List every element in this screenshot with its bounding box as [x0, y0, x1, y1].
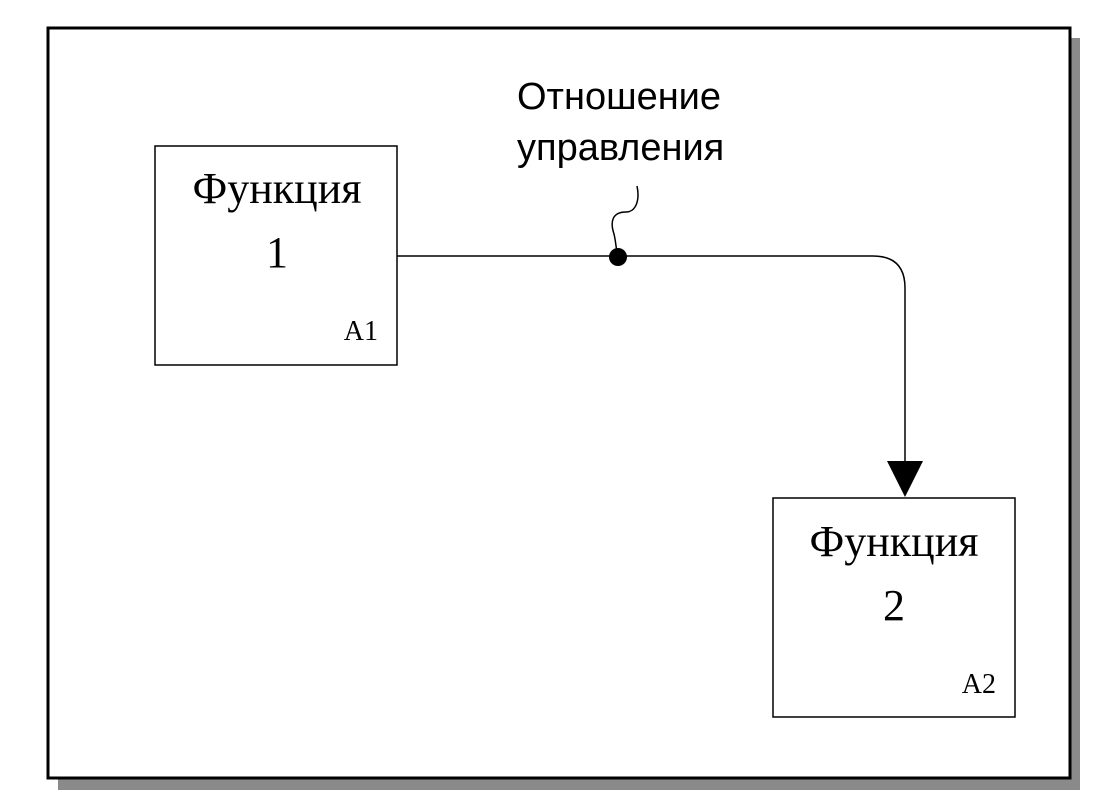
arrow-label-anchor-dot: [609, 248, 627, 266]
control-arrow-line: [397, 255, 906, 465]
function-box-2-title: Функция: [809, 517, 978, 566]
function-box-1-number: 1: [266, 228, 288, 277]
control-arrow-head: [887, 461, 923, 497]
function-box-2[interactable]: Функция 2 A2: [772, 497, 1016, 718]
function-box-1-border: [154, 145, 398, 366]
function-box-1-code: A1: [344, 316, 378, 347]
function-box-1[interactable]: Функция 1 A1: [154, 145, 398, 366]
arrow-label-line-1: Отношение: [517, 76, 721, 118]
function-box-2-number: 2: [883, 581, 905, 630]
function-box-2-border: [772, 497, 1016, 718]
control-arrow[interactable]: [397, 255, 923, 497]
function-box-2-code: A2: [962, 669, 996, 700]
function-box-1-title: Функция: [192, 164, 361, 213]
arrow-label-squiggle: [611, 185, 639, 257]
arrow-label-line-2: управления: [517, 127, 724, 169]
